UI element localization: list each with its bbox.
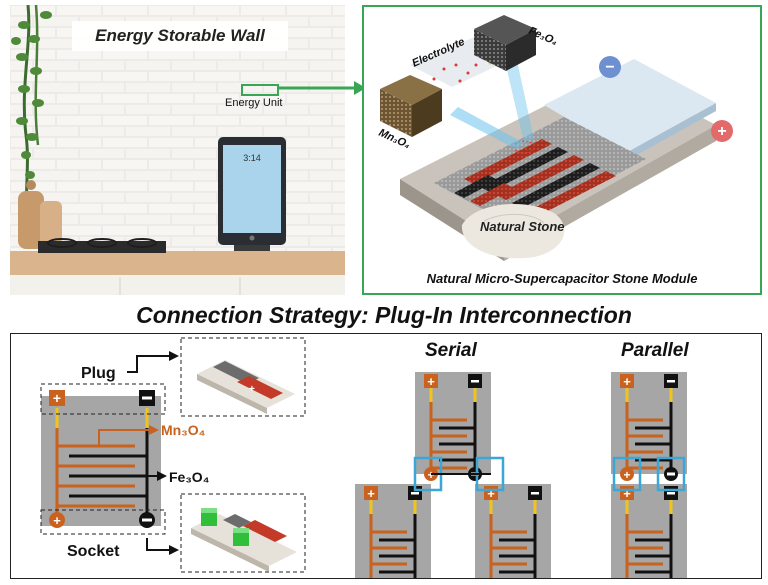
kitchen-wall-panel: Energy Storable Wall Energy Unit 3:14: [10, 5, 345, 295]
socket-zoom-box: [180, 493, 306, 573]
socket-label: Socket: [67, 543, 120, 560]
energy-unit-box: [241, 84, 279, 96]
hanging-plant: [11, 5, 52, 216]
svg-text:+: +: [249, 384, 255, 395]
parallel-module-top: [609, 370, 689, 484]
connection-diagram: + + +: [40, 337, 689, 578]
plug-pointer: [127, 355, 171, 373]
zoom-beam: [450, 107, 524, 149]
parallel-module-bottom: [609, 482, 689, 578]
minus-terminal-icon: [599, 56, 621, 78]
plug-zoom-box: [180, 337, 306, 417]
socket-region: [40, 509, 166, 535]
connection-strategy-panel: + + +: [10, 333, 762, 579]
gas-stove: [38, 238, 166, 253]
plug-3d-view: +: [197, 360, 295, 414]
zoom-arrow: [278, 81, 366, 95]
plus-sign: +: [717, 123, 726, 140]
socket-3d-view: [191, 508, 297, 572]
stone-rubble: [461, 203, 565, 259]
fe3o4-label: Fe₃O₄: [169, 469, 209, 485]
plug-plus-terminal-icon: [49, 390, 65, 406]
countertop: [10, 251, 345, 275]
detail-module: + +: [41, 390, 161, 528]
svg-text:+: +: [53, 513, 61, 528]
cabinet: [10, 275, 345, 295]
plug-label: Plug: [81, 365, 116, 382]
cutting-boards: [18, 180, 62, 249]
socket-pointer: [146, 538, 171, 551]
serial-module-left: [353, 482, 433, 578]
mn3o4-pointer: [98, 429, 151, 446]
natural-stone-label: Natural Stone: [480, 219, 565, 234]
tablet-time: 3:14: [243, 153, 261, 163]
tablet: [218, 137, 286, 251]
plus-terminal-icon: [711, 120, 733, 142]
stone-module-illustration: − + Electrolyte Fe₃O₄ Mn₃O₄ Natural Ston…: [377, 15, 733, 286]
energy-unit-label: Energy Unit: [225, 97, 283, 109]
mn3o4-label: Mn₃O₄: [161, 422, 205, 438]
kitchen-scene: [10, 5, 345, 295]
section-title: Connection Strategy: Plug-In Interconnec…: [136, 302, 632, 328]
wall-title: Energy Storable Wall: [72, 21, 288, 51]
interdigitated-fingers: [454, 139, 616, 216]
parallel-label: Parallel: [621, 340, 689, 361]
serial-module-right: [473, 482, 553, 578]
parallel-joint-right: [656, 456, 686, 492]
minus-sign: −: [605, 59, 614, 76]
mn3o4-cube: [380, 75, 442, 137]
svg-text:+: +: [53, 390, 61, 406]
stone-module-panel: − + Electrolyte Fe₃O₄ Mn₃O₄ Natural Ston…: [362, 5, 762, 295]
module-caption: Natural Micro-Supercapacitor Stone Modul…: [427, 271, 698, 286]
socket-plus-terminal-icon: [49, 512, 65, 528]
fe3o4-cube: [474, 15, 536, 71]
serial-module-top: [413, 370, 493, 484]
serial-label: Serial: [425, 340, 477, 361]
parallel-joint-left: [612, 456, 642, 492]
